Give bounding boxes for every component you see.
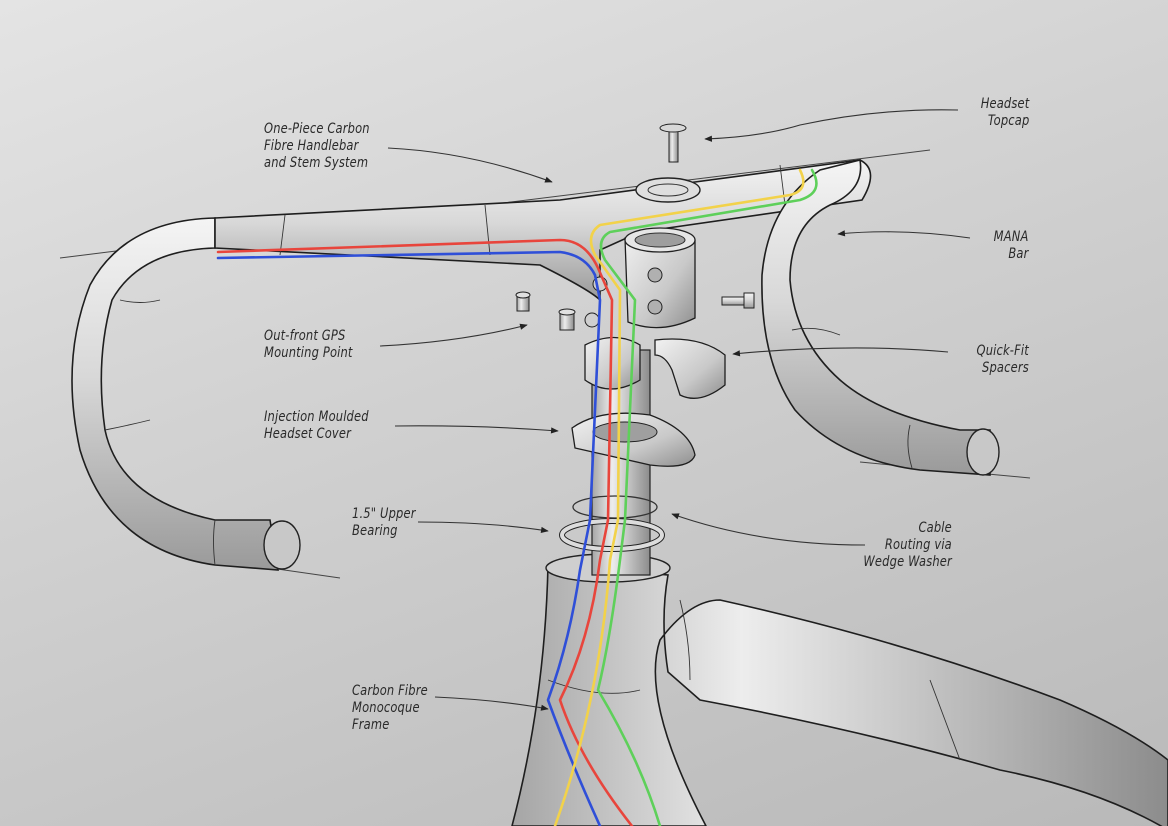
headset-cover: [571, 412, 696, 467]
handlebar-right-drop: [761, 159, 1000, 476]
label-headset-topcap: Headset Topcap: [980, 96, 1029, 129]
carbon-frame: [511, 553, 1168, 826]
label-cable-routing: Cable Routing via Wedge Washer: [863, 520, 952, 570]
cable-green: [596, 168, 818, 826]
cable-red: [216, 238, 634, 826]
label-mana-bar: MANA Bar: [994, 229, 1029, 262]
label-frame: Carbon Fibre Monocoque Frame: [352, 683, 428, 733]
handlebar-top-and-stem: [214, 159, 872, 302]
label-handlebar-system: One-Piece Carbon Fibre Handlebar and Ste…: [264, 121, 370, 171]
leader-frame: [434, 696, 549, 711]
label-quickfit-spacers: Quick-Fit Spacers: [976, 343, 1029, 376]
cable-blue: [216, 250, 602, 826]
leader-mana-bar: [837, 230, 971, 239]
clamp-bolt: [721, 292, 755, 309]
leader-lines: [379, 109, 971, 711]
handlebar-left-drop: [71, 217, 301, 571]
internal-cables: [216, 168, 818, 826]
label-upper-bearing: 1.5" Upper Bearing: [352, 506, 416, 539]
label-headset-cover: Injection Moulded Headset Cover: [264, 409, 369, 442]
stem-clamp: [624, 227, 696, 329]
leader-headset-cover: [394, 425, 559, 434]
leader-quickfit: [732, 347, 949, 357]
topcap-bolt: [659, 123, 687, 163]
leader-upper-bearing: [417, 521, 549, 533]
leader-headset-topcap: [704, 109, 959, 142]
leader-gps-mount: [379, 323, 528, 347]
leader-handlebar-system: [387, 147, 553, 183]
cable-yellow: [553, 168, 805, 826]
label-gps-mount: Out-front GPS Mounting Point: [264, 328, 353, 361]
quick-fit-spacers: [584, 336, 726, 399]
leader-cable-routing: [671, 513, 866, 546]
gps-mount-bolts: [515, 276, 608, 331]
